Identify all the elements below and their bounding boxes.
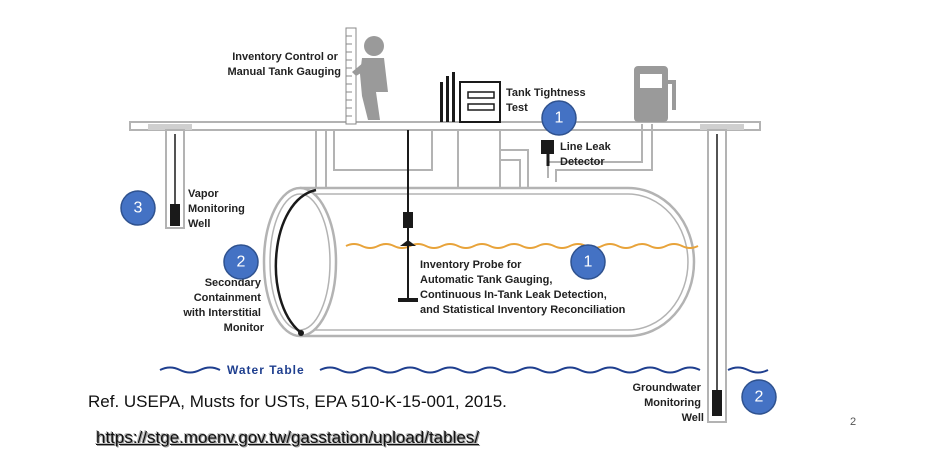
svg-text:2: 2 xyxy=(755,389,764,406)
inventory-probe-label: Inventory Probe for Automatic Tank Gaugi… xyxy=(420,259,626,316)
svg-text:3: 3 xyxy=(134,200,143,217)
badge-secondary: 2 xyxy=(223,244,259,280)
vapor-monitoring-well-label: Vapor Monitoring Well xyxy=(188,188,248,230)
ground-surface xyxy=(129,121,761,131)
water-table-label: Water Table xyxy=(227,363,305,377)
line-leak-detector-label: Line Leak Detector xyxy=(560,141,614,168)
groundwater-monitoring-well-label: Groundwater Monitoring Well xyxy=(632,382,704,424)
badge-probe: 1 xyxy=(570,244,606,280)
reference-text: Ref. USEPA, Musts for USTs, EPA 510-K-15… xyxy=(88,392,507,411)
inventory-control-label: Inventory Control or Manual Tank Gauging xyxy=(228,51,341,78)
page-number: 2 xyxy=(850,416,857,428)
badge-tightness: 1 xyxy=(541,100,577,136)
badge-vapor: 3 xyxy=(120,190,156,226)
svg-text:1: 1 xyxy=(584,254,593,271)
fuel-dispenser-icon xyxy=(634,66,676,122)
vapor-monitoring-well xyxy=(165,129,185,229)
person-icon xyxy=(352,36,388,120)
secondary-containment-label: Secondary Containment with Interstitial … xyxy=(182,277,264,334)
product-level-line xyxy=(345,243,699,249)
gauging-stick xyxy=(345,27,357,125)
svg-text:2: 2 xyxy=(237,254,246,271)
water-table: Water Table xyxy=(159,363,769,377)
groundwater-monitoring-well xyxy=(707,129,727,423)
source-url-link[interactable]: https://stge.moenv.gov.tw/gasstation/upl… xyxy=(96,428,480,447)
tightness-test-equipment-icon xyxy=(440,72,501,123)
manway-boxes xyxy=(333,129,501,189)
interstitial-monitor xyxy=(274,188,317,336)
product-piping xyxy=(315,124,653,190)
tank-tightness-label: Tank Tightness Test xyxy=(506,87,589,114)
inventory-probe xyxy=(398,130,418,302)
badge-groundwater: 2 xyxy=(741,379,777,415)
line-leak-detector xyxy=(541,140,554,166)
svg-text:1: 1 xyxy=(555,110,564,127)
